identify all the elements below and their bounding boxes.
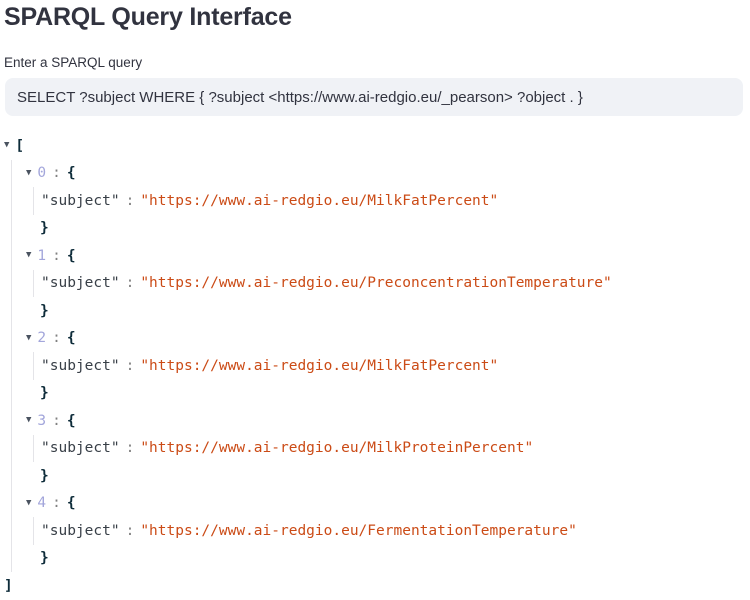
colon-separator: : (125, 440, 135, 457)
colon-separator: : (52, 165, 61, 182)
json-object-children: subject : https://www.ai-redgio.eu/Preco… (33, 269, 746, 298)
json-key-value-row: subject : https://www.ai-redgio.eu/MilkP… (41, 435, 746, 463)
collapse-toggle-icon[interactable]: ▼ (26, 250, 32, 261)
json-object-open-row: ▼ 0 : { (26, 160, 746, 188)
json-array-item: ▼ 4 : { subject : https://www.ai-redgio.… (26, 490, 746, 573)
json-key: subject (41, 275, 120, 291)
json-array-item: ▼ 2 : { subject : https://www.ai-redgio.… (26, 325, 746, 408)
close-brace: } (40, 550, 49, 567)
json-object-close-row: } (26, 215, 746, 243)
colon-separator: : (52, 247, 61, 264)
json-array-item: ▼ 0 : { subject : https://www.ai-redgio.… (26, 160, 746, 243)
json-object-children: subject : https://www.ai-redgio.eu/MilkP… (33, 434, 746, 463)
json-string-value: https://www.ai-redgio.eu/MilkProteinPerc… (140, 440, 533, 456)
query-input-label: Enter a SPARQL query (4, 55, 143, 70)
json-array-close-row: ] (4, 572, 746, 600)
array-index: 4 (37, 495, 47, 512)
collapse-toggle-icon[interactable]: ▼ (26, 415, 32, 426)
colon-separator: : (52, 495, 61, 512)
open-brace: { (66, 495, 76, 512)
json-string-value: https://www.ai-redgio.eu/FermentationTem… (140, 523, 577, 539)
collapse-toggle-icon[interactable]: ▼ (4, 140, 10, 151)
json-object-close-row: } (26, 545, 746, 573)
json-array-children: ▼ 0 : { subject : https://www.ai-redgio.… (11, 159, 746, 573)
json-key-value-row: subject : https://www.ai-redgio.eu/Preco… (41, 270, 746, 298)
json-array-item: ▼ 3 : { subject : https://www.ai-redgio.… (26, 407, 746, 490)
colon-separator: : (52, 412, 61, 429)
json-object-open-row: ▼ 4 : { (26, 490, 746, 518)
json-object-children: subject : https://www.ai-redgio.eu/MilkF… (33, 352, 746, 380)
json-key-value-row: subject : https://www.ai-redgio.eu/Ferme… (41, 517, 746, 545)
sparql-query-input[interactable] (5, 78, 743, 116)
json-object-open-row: ▼ 1 : { (26, 242, 746, 270)
json-object-close-row: } (26, 462, 746, 490)
json-key: subject (41, 440, 120, 456)
colon-separator: : (52, 330, 61, 347)
open-brace: { (66, 330, 76, 347)
array-index: 2 (37, 330, 47, 347)
json-object-children: subject : https://www.ai-redgio.eu/MilkF… (33, 187, 746, 215)
json-array-item: ▼ 1 : { subject : https://www.ai-redgio.… (26, 242, 746, 325)
open-brace: { (66, 165, 76, 182)
colon-separator: : (125, 192, 135, 209)
json-key: subject (41, 193, 120, 209)
colon-separator: : (125, 357, 135, 374)
collapse-toggle-icon[interactable]: ▼ (26, 497, 32, 508)
json-object-open-row: ▼ 2 : { (26, 325, 746, 353)
colon-separator: : (125, 522, 135, 539)
json-string-value: https://www.ai-redgio.eu/MilkFatPercent (140, 358, 498, 374)
json-key-value-row: subject : https://www.ai-redgio.eu/MilkF… (41, 187, 746, 215)
collapse-toggle-icon[interactable]: ▼ (26, 167, 32, 178)
colon-separator: : (125, 275, 135, 292)
close-brace: } (40, 467, 49, 484)
collapse-toggle-icon[interactable]: ▼ (26, 332, 32, 343)
close-bracket: ] (4, 577, 13, 594)
open-brace: { (66, 247, 76, 264)
json-object-open-row: ▼ 3 : { (26, 407, 746, 435)
json-object-close-row: } (26, 380, 746, 408)
json-key: subject (41, 358, 120, 374)
close-brace: } (40, 220, 49, 237)
array-index: 1 (37, 247, 47, 264)
array-index: 3 (37, 412, 47, 429)
json-string-value: https://www.ai-redgio.eu/MilkFatPercent (140, 193, 498, 209)
json-key-value-row: subject : https://www.ai-redgio.eu/MilkF… (41, 352, 746, 380)
open-brace: { (66, 412, 76, 429)
json-object-children: subject : https://www.ai-redgio.eu/Ferme… (33, 517, 746, 545)
json-string-value: https://www.ai-redgio.eu/Preconcentratio… (140, 275, 611, 291)
json-object-close-row: } (26, 297, 746, 325)
close-brace: } (40, 385, 49, 402)
open-bracket: [ (15, 137, 25, 154)
json-result-viewer: ▼ [ ▼ 0 : { subject : https://www.ai-red… (4, 132, 746, 600)
close-brace: } (40, 302, 49, 319)
page-title: SPARQL Query Interface (4, 3, 292, 31)
json-key: subject (41, 523, 120, 539)
array-index: 0 (37, 165, 47, 182)
json-array-open-row: ▼ [ (4, 132, 746, 160)
